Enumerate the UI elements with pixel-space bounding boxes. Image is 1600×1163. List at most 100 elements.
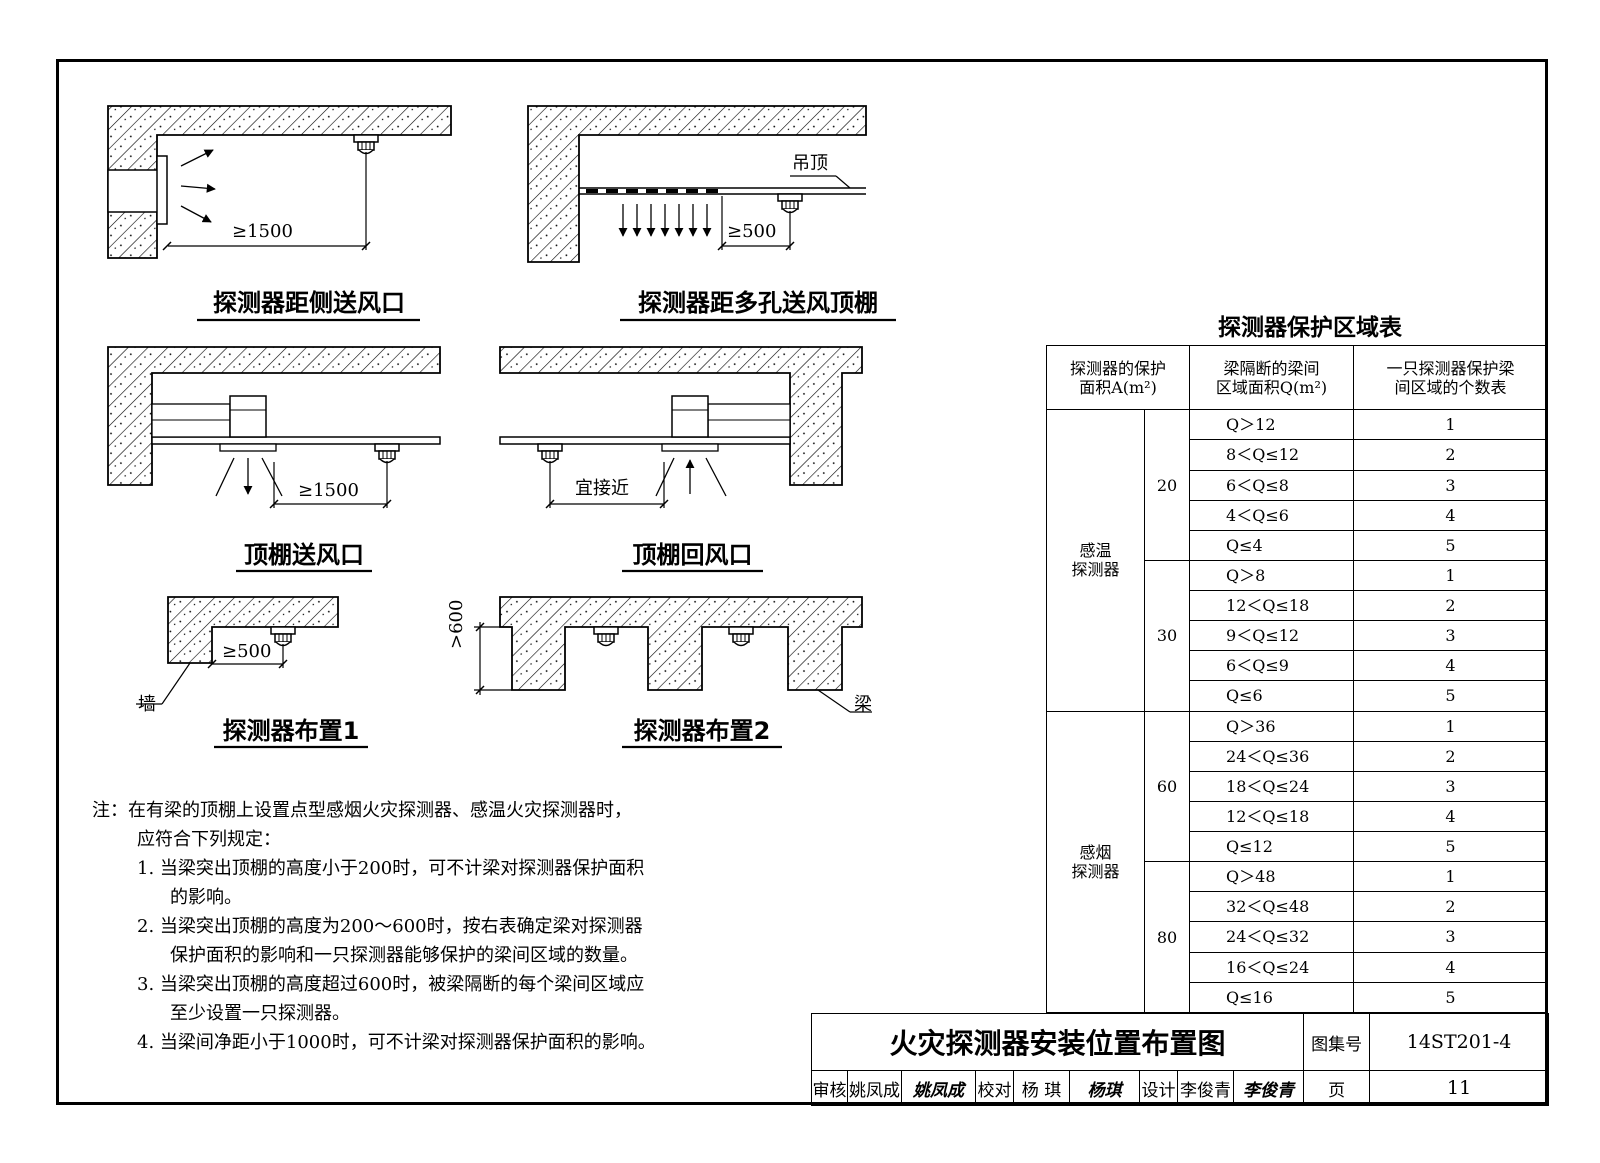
reviewer-name: 姚凤成 [847, 1070, 902, 1106]
note-item-3a: 3. 当梁突出顶棚的高度超过600时，被梁隔断的每个梁间区域应 [137, 974, 645, 995]
zone-count: 5 [1353, 831, 1549, 863]
figure-side-supply [107, 105, 452, 322]
zone-count: 1 [1353, 710, 1549, 742]
note-item-1b: 的影响。 [170, 887, 242, 908]
designer-signature: 李俊青 [1232, 1070, 1305, 1106]
designer-name: 李俊青 [1177, 1070, 1234, 1106]
beam-area-condition: 6＜Q≤8 [1189, 469, 1355, 501]
dim-layout-2: >600 [446, 599, 467, 649]
detector-type: 感烟探测器 [1046, 710, 1145, 1014]
label-beam: 梁 [854, 694, 872, 715]
zone-count: 3 [1353, 620, 1549, 652]
note-item-3b: 至少设置一只探测器。 [170, 1003, 350, 1024]
note-intro-2: 应符合下列规定： [137, 829, 281, 850]
review-label: 审核 [811, 1070, 848, 1106]
beam-area-condition: 24＜Q≤32 [1189, 921, 1355, 953]
dim-layout-1: ≥500 [222, 641, 272, 662]
zone-count: 3 [1353, 921, 1549, 953]
beam-area-condition: Q≤16 [1189, 981, 1355, 1014]
checker-name: 杨 琪 [1013, 1070, 1070, 1106]
beam-area-condition: 12＜Q≤18 [1189, 800, 1355, 833]
drawing-title: 火灾探测器安装位置布置图 [810, 1013, 1305, 1071]
beam-area-condition: 18＜Q≤24 [1189, 770, 1355, 802]
protect-area-value: 80 [1143, 861, 1191, 1013]
dim-perforated-ceiling: ≥500 [727, 221, 777, 242]
zone-count: 4 [1353, 800, 1549, 833]
zone-count: 4 [1353, 951, 1549, 983]
protection-table: 探测器的保护面积A(m²) 梁隔断的梁间区域面积Q(m²) 一只探测器保护梁间区… [1045, 344, 1549, 1014]
zone-count: 1 [1353, 409, 1549, 441]
note-item-4: 4. 当梁间净距小于1000时，可不计梁对探测器保护面积的影响。 [137, 1032, 656, 1053]
zone-count: 4 [1353, 499, 1549, 531]
beam-area-condition: 16＜Q≤24 [1189, 951, 1355, 983]
atlas-number: 14ST201-4 [1369, 1013, 1550, 1071]
detector-type: 感温探测器 [1046, 409, 1145, 712]
zone-count: 2 [1353, 740, 1549, 772]
caption-layout-1: 探测器布置1 [222, 717, 360, 745]
caption-ceiling-supply: 顶棚送风口 [244, 541, 364, 569]
label-wall: 墙 [138, 694, 156, 715]
beam-area-condition: 9＜Q≤12 [1189, 620, 1355, 652]
checker-signature: 杨琪 [1069, 1070, 1140, 1106]
beam-area-condition: Q＞36 [1189, 710, 1355, 742]
zone-count: 3 [1353, 469, 1549, 501]
beam-area-condition: 24＜Q≤36 [1189, 740, 1355, 772]
dim-ceiling-return: 宜接近 [575, 478, 629, 499]
header-protect-area: 探测器的保护面积A(m²) [1045, 344, 1191, 411]
zone-count: 3 [1353, 770, 1549, 802]
table-title: 探测器保护区域表 [1218, 315, 1402, 341]
note-item-2a: 2. 当梁突出顶棚的高度为200～600时，按右表确定梁对探测器 [137, 916, 643, 937]
figure-perforated-ceiling [527, 105, 896, 322]
dim-ceiling-supply: ≥1500 [298, 480, 359, 501]
beam-area-condition: Q＞8 [1189, 559, 1355, 592]
design-label: 设计 [1139, 1070, 1178, 1106]
dim-side-supply: ≥1500 [232, 221, 293, 242]
protect-area-value: 20 [1143, 409, 1191, 561]
beam-area-condition: Q≤4 [1189, 529, 1355, 561]
zone-count: 1 [1353, 559, 1549, 592]
beam-area-condition: Q＞48 [1189, 861, 1355, 893]
table-header-row: 探测器的保护面积A(m²) 梁隔断的梁间区域面积Q(m²) 一只探测器保护梁间区… [1045, 344, 1549, 411]
figure-ceiling-supply [107, 346, 441, 573]
page-number: 11 [1369, 1070, 1550, 1106]
caption-side-supply: 探测器距侧送风口 [213, 289, 405, 317]
caption-perforated-ceiling: 探测器距多孔送风顶棚 [638, 289, 878, 317]
header-count: 一只探测器保护梁间区域的个数表 [1353, 344, 1549, 411]
beam-area-condition: 6＜Q≤9 [1189, 650, 1355, 682]
page-label: 页 [1303, 1070, 1371, 1106]
beam-area-condition: 12＜Q≤18 [1189, 590, 1355, 622]
label-suspended-ceiling: 吊顶 [792, 153, 828, 174]
beam-area-condition: 8＜Q≤12 [1189, 439, 1355, 471]
figure-ceiling-return [499, 346, 863, 573]
atlas-label: 图集号 [1303, 1013, 1371, 1071]
check-label: 校对 [975, 1070, 1014, 1106]
zone-count: 2 [1353, 439, 1549, 471]
zone-count: 5 [1353, 680, 1549, 712]
note-item-2b: 保护面积的影响和一只探测器能够保护的梁间区域的数量。 [170, 945, 638, 966]
zone-count: 4 [1353, 650, 1549, 682]
figure-layout-2 [474, 596, 872, 749]
beam-area-condition: 4＜Q≤6 [1189, 499, 1355, 531]
zone-count: 5 [1353, 529, 1549, 561]
beam-area-condition: Q＞12 [1189, 409, 1355, 441]
protect-area-value: 30 [1143, 559, 1191, 712]
zone-count: 1 [1353, 861, 1549, 893]
title-block: 火灾探测器安装位置布置图 图集号 14ST201-4 审核 姚凤成 姚凤成 校对… [810, 1013, 1550, 1106]
beam-area-condition: 32＜Q≤48 [1189, 891, 1355, 923]
